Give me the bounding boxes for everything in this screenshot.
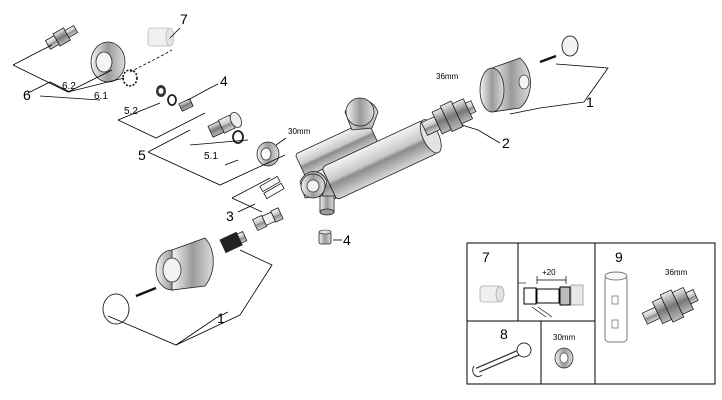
wrench-icon xyxy=(472,342,532,378)
callout-4-bottom: 4 xyxy=(343,232,351,248)
callout-5: 5 xyxy=(138,147,146,163)
seal-ring-part xyxy=(156,85,166,97)
callout-1-right: 1 xyxy=(586,94,594,110)
callout-6-1: 6.1 xyxy=(94,91,108,102)
nut-icon xyxy=(554,347,574,369)
inlet-connector-part xyxy=(44,24,79,50)
small-o-ring-part xyxy=(167,94,177,106)
spare-sleeve-part xyxy=(147,27,175,47)
callout-3: 3 xyxy=(226,208,234,224)
callout-2: 2 xyxy=(502,135,510,151)
callout-6: 6 xyxy=(23,87,31,103)
tools-panel: 7 9 8 +20 30mm 36mm xyxy=(466,242,716,385)
eccentric-fitting-part xyxy=(207,111,242,138)
tools-dim-plus20: +20 xyxy=(542,268,556,277)
thermostat-body-part xyxy=(295,97,442,216)
extension-sleeve-icon xyxy=(479,285,505,303)
safety-handle-part xyxy=(479,57,531,113)
union-nut-part xyxy=(256,141,280,167)
tools-dim-36mm: 36mm xyxy=(665,268,688,277)
thermostat-cartridge-part xyxy=(420,98,477,136)
tools-label-9: 9 xyxy=(615,249,623,265)
temperature-handle-part xyxy=(155,237,214,291)
handle-cap-right-part xyxy=(561,35,579,57)
extension-assembly-icon xyxy=(523,276,584,318)
nipple-part xyxy=(178,98,194,112)
callout-4-top: 4 xyxy=(220,73,228,89)
callout-1-left: 1 xyxy=(217,310,225,326)
cartridge-tool-icon xyxy=(641,286,699,325)
callout-7: 7 xyxy=(180,11,188,27)
handle-screw-right-part xyxy=(539,54,557,64)
outlet-cap-part xyxy=(318,229,332,245)
handle-inner-part xyxy=(219,231,248,254)
callout-6-2: 6.2 xyxy=(62,81,76,92)
check-valve-part xyxy=(252,207,284,232)
callout-5-1: 5.1 xyxy=(204,151,218,162)
tools-label-8: 8 xyxy=(500,326,508,342)
tools-dim-30mm: 30mm xyxy=(553,333,576,342)
dimension-36mm-top: 36mm xyxy=(436,72,459,81)
dimension-30mm-top: 30mm xyxy=(288,127,311,136)
sleeve-tool-icon xyxy=(604,271,628,343)
eccentric-o-ring-part xyxy=(232,130,244,144)
handle-screw-part xyxy=(135,286,157,298)
retaining-clip-part xyxy=(259,175,285,200)
callout-5-2: 5.2 xyxy=(124,106,138,117)
wall-rosette-part xyxy=(90,41,126,83)
lock-washer-part xyxy=(122,69,138,87)
tools-label-7: 7 xyxy=(482,249,490,265)
